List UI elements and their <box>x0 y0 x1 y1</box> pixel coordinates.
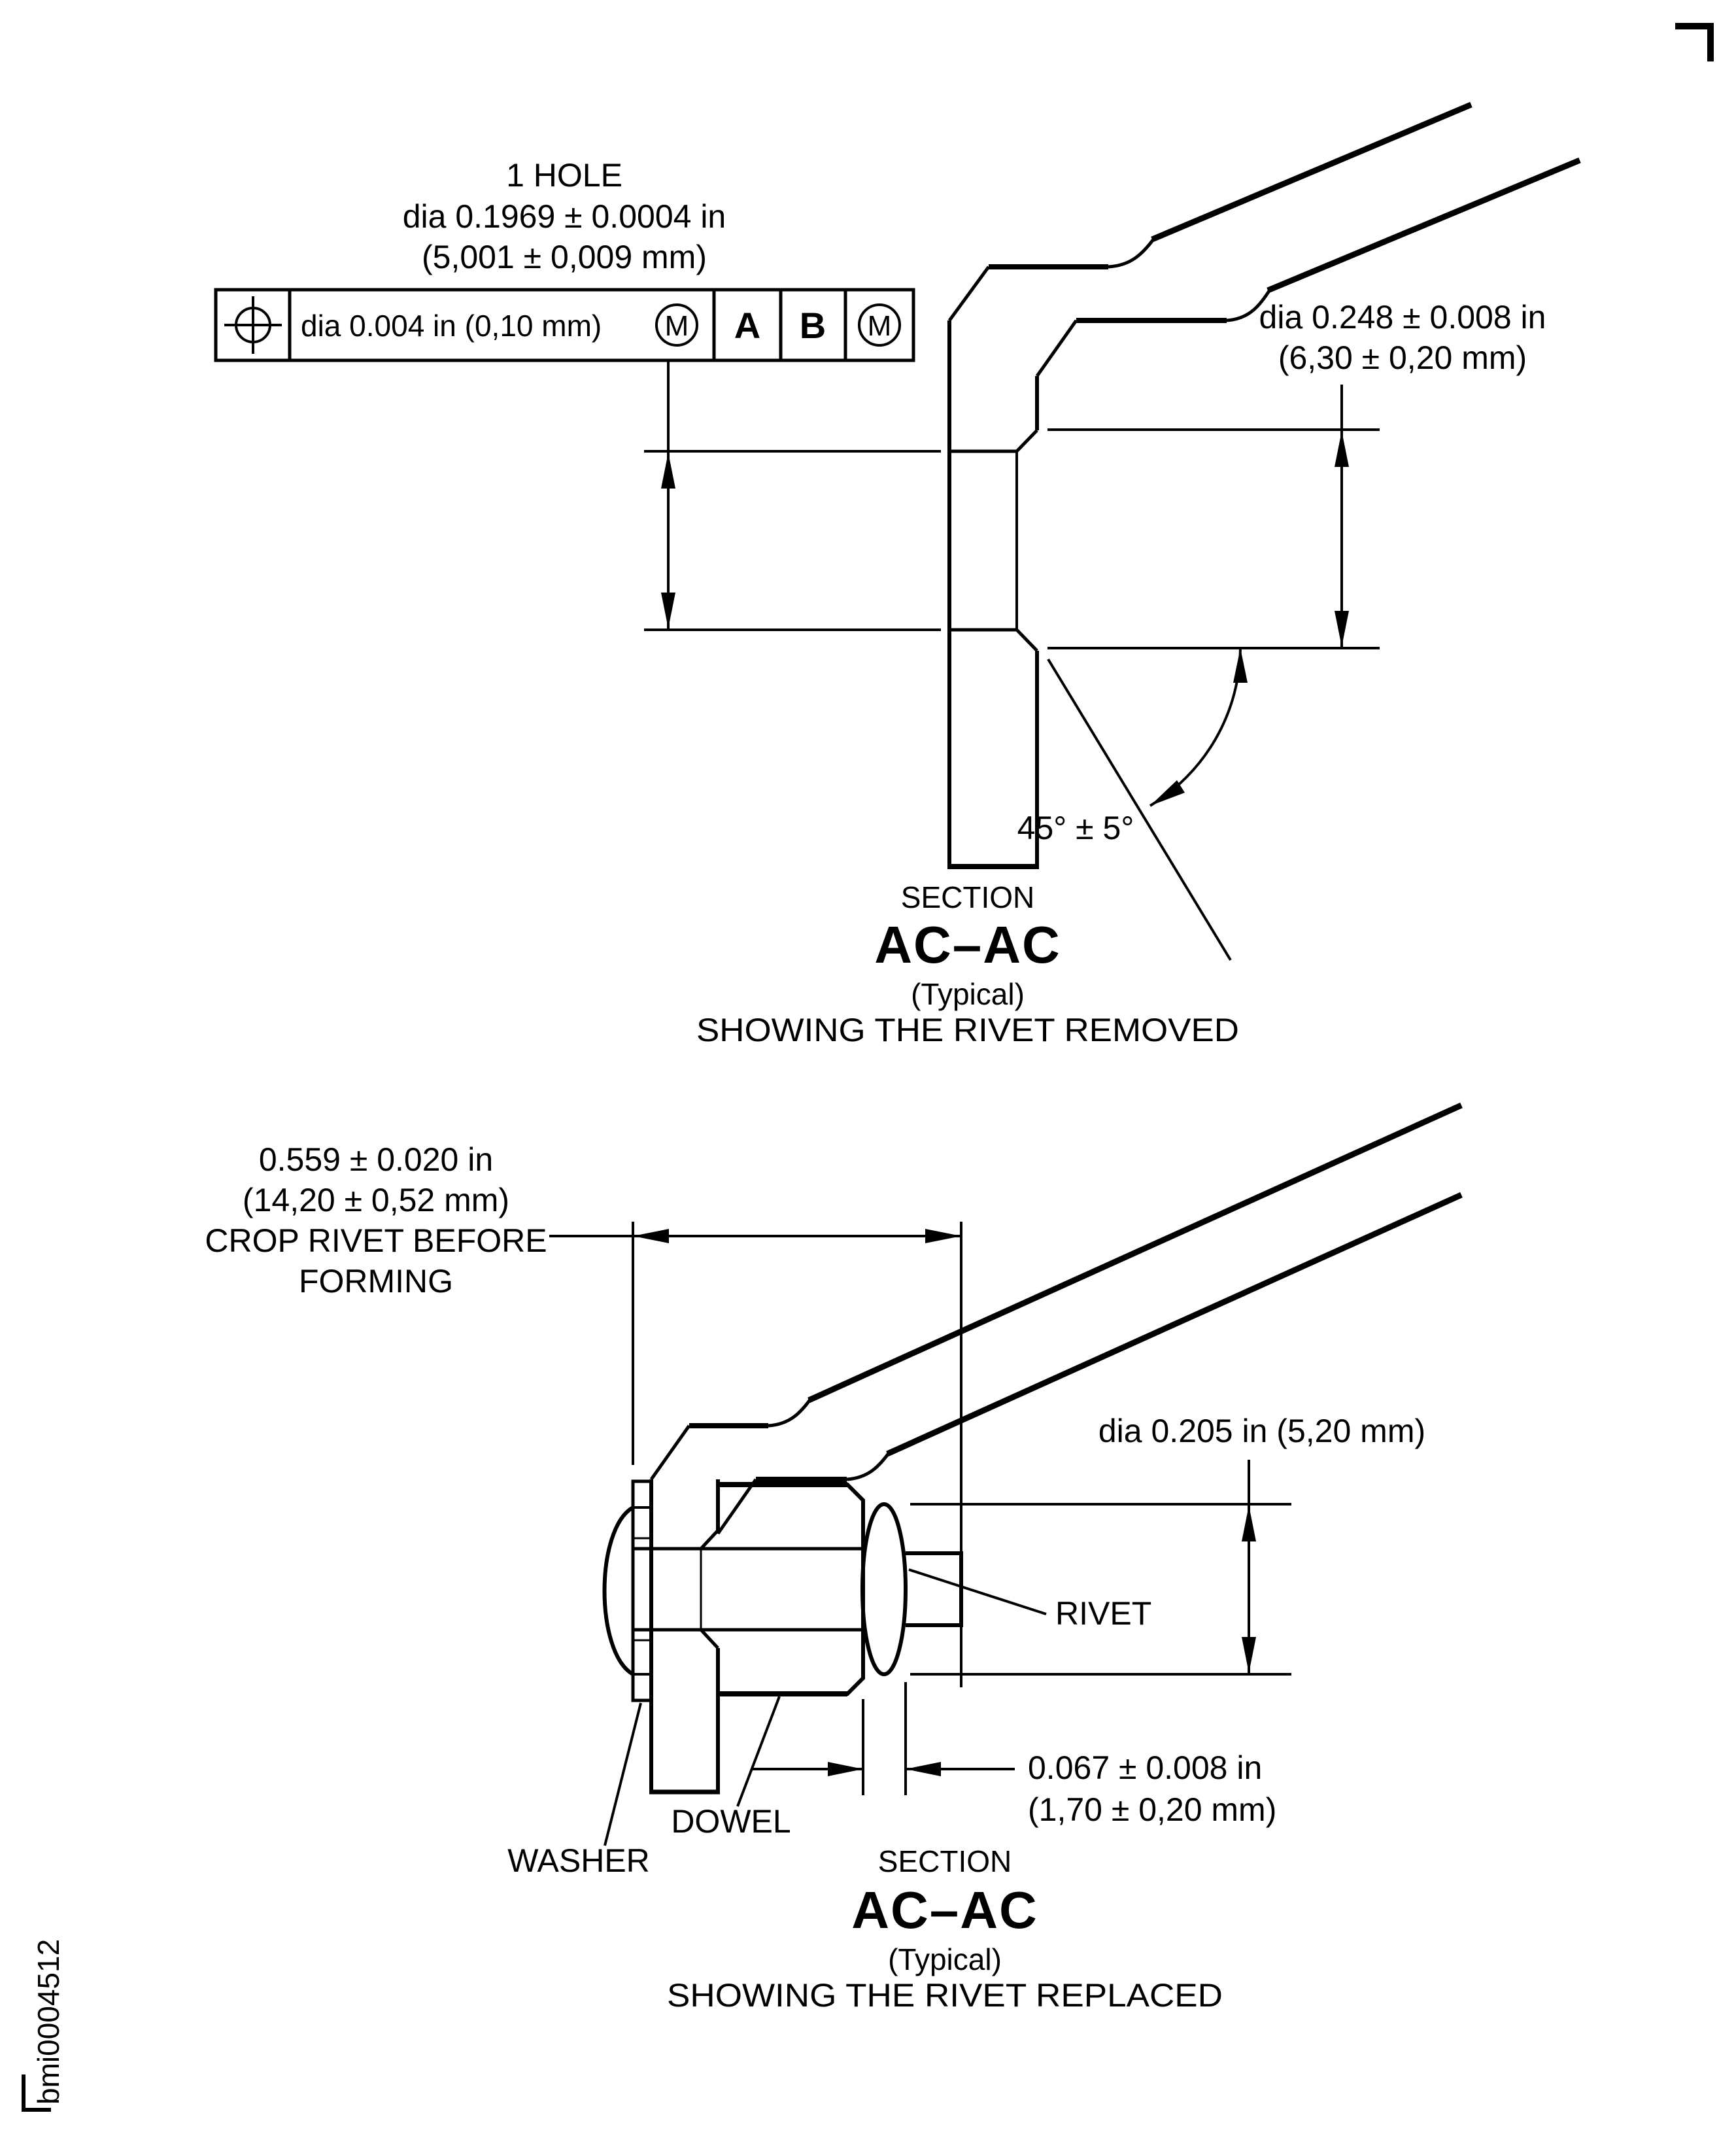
arrow-down-icon <box>1335 611 1349 647</box>
page-corner-mark-top-right <box>1675 23 1714 61</box>
rivet-tail-stub <box>906 1551 963 1627</box>
svg-text:M: M <box>868 310 892 342</box>
protrusion-line2: (1,70 ± 0,20 mm) <box>1028 1791 1276 1828</box>
protrusion-dimension: 0.067 ± 0.008 in (1,70 ± 0,20 mm) <box>752 1682 1276 1828</box>
hole-callout-line1: 1 HOLE <box>506 157 622 194</box>
feature-control-frame: dia 0.004 in (0,10 mm) M A B M <box>214 288 915 451</box>
figure-code: bmi0004512 <box>31 1939 65 2105</box>
tail-diameter-dimension: dia 0.205 in (5,20 mm) <box>910 1413 1425 1676</box>
hole-diameter-dimension <box>644 450 941 631</box>
arc-arrow-icon <box>1150 780 1185 806</box>
crop-rivet-callout: 0.559 ± 0.020 in (14,20 ± 0,52 mm) CROP … <box>205 1141 547 1299</box>
crop-line4: FORMING <box>299 1263 453 1299</box>
crop-line2: (14,20 ± 0,52 mm) <box>243 1182 509 1218</box>
dowel-label-group: DOWEL <box>671 1696 791 1840</box>
svg-text:M: M <box>665 310 689 342</box>
hole-callout-line3: (5,001 ± 0,009 mm) <box>422 239 707 275</box>
view-caption: SHOWING THE RIVET REMOVED <box>696 1012 1239 1048</box>
hole-callout-line2: dia 0.1969 ± 0.0004 in <box>403 198 726 235</box>
fcf-datum-a: A <box>734 305 760 346</box>
arrow-right-icon <box>925 1229 961 1243</box>
view-caption: SHOWING THE RIVET REPLACED <box>667 1977 1223 2014</box>
arc-arrow-icon <box>1233 648 1248 683</box>
arrow-right-icon <box>828 1762 863 1776</box>
tail-dia-callout: dia 0.205 in (5,20 mm) <box>1098 1413 1425 1449</box>
rivet-label: RIVET <box>1055 1595 1151 1632</box>
plate-section-outline <box>649 1102 1463 1795</box>
dowel-label: DOWEL <box>671 1803 791 1840</box>
position-tolerance-icon <box>224 296 282 354</box>
arrow-left-icon <box>633 1229 669 1243</box>
countersink-diameter-dimension: dia 0.248 ± 0.008 in (6,30 ± 0,20 mm) <box>1047 299 1546 649</box>
mmc-modifier-icon: M <box>858 303 901 347</box>
arrow-down-icon <box>1242 1637 1256 1673</box>
page-corner-mark-bottom-left <box>22 2074 51 2112</box>
protrusion-line1: 0.067 ± 0.008 in <box>1028 1749 1262 1786</box>
countersink-angle-dimension: 45° ± 5° <box>1017 647 1248 961</box>
typical-note: (Typical) <box>911 977 1025 1011</box>
rivet-head-outline <box>602 1506 651 1676</box>
washer-label: WASHER <box>507 1842 650 1879</box>
bottom-view: 0.559 ± 0.020 in (14,20 ± 0,52 mm) CROP … <box>205 1102 1463 2014</box>
countersink-chamfer-top <box>700 1529 719 1550</box>
csk-callout-line2: (6,30 ± 0,20 mm) <box>1278 339 1527 376</box>
countersink-chamfer-top <box>1015 429 1038 453</box>
top-view: 1 HOLE dia 0.1969 ± 0.0004 in (5,001 ± 0… <box>214 101 1581 1048</box>
crop-line1: 0.559 ± 0.020 in <box>259 1141 493 1178</box>
countersink-chamfer-bottom <box>700 1628 719 1649</box>
section-word: SECTION <box>878 1844 1012 1878</box>
arrow-up-icon <box>661 453 675 489</box>
crop-line3: CROP RIVET BEFORE <box>205 1222 547 1259</box>
fcf-tolerance: dia 0.004 in (0,10 mm) <box>301 309 602 343</box>
bottom-view-title: SECTION AC–AC (Typical) SHOWING THE RIVE… <box>667 1844 1223 2014</box>
plate-section-outline <box>947 101 1581 869</box>
dowel-outline <box>718 1483 865 1696</box>
fcf-box <box>214 288 915 362</box>
arrow-down-icon <box>661 593 675 628</box>
washer-outline <box>631 1479 653 1702</box>
section-name: AC–AC <box>851 1881 1038 1939</box>
angle-callout: 45° ± 5° <box>1017 810 1134 846</box>
typical-note: (Typical) <box>888 1942 1002 1976</box>
arrow-left-icon <box>906 1762 941 1776</box>
rivet-length-dimension <box>549 1222 962 1687</box>
rivet-shank-outline <box>634 1547 863 1632</box>
fcf-datum-b: B <box>800 305 826 346</box>
rivet-label-group: RIVET <box>908 1568 1151 1632</box>
mmc-modifier-icon: M <box>655 303 698 347</box>
arrow-up-icon <box>1242 1506 1256 1541</box>
csk-callout-line1: dia 0.248 ± 0.008 in <box>1259 299 1546 336</box>
top-view-title: SECTION AC–AC (Typical) SHOWING THE RIVE… <box>696 880 1239 1048</box>
section-name: AC–AC <box>874 916 1061 974</box>
washer-label-group: WASHER <box>507 1702 650 1879</box>
countersink-chamfer-bottom <box>1015 628 1038 652</box>
arrow-up-icon <box>1335 431 1349 467</box>
section-word: SECTION <box>901 880 1034 914</box>
rivet-tail-bulge <box>860 1502 908 1676</box>
